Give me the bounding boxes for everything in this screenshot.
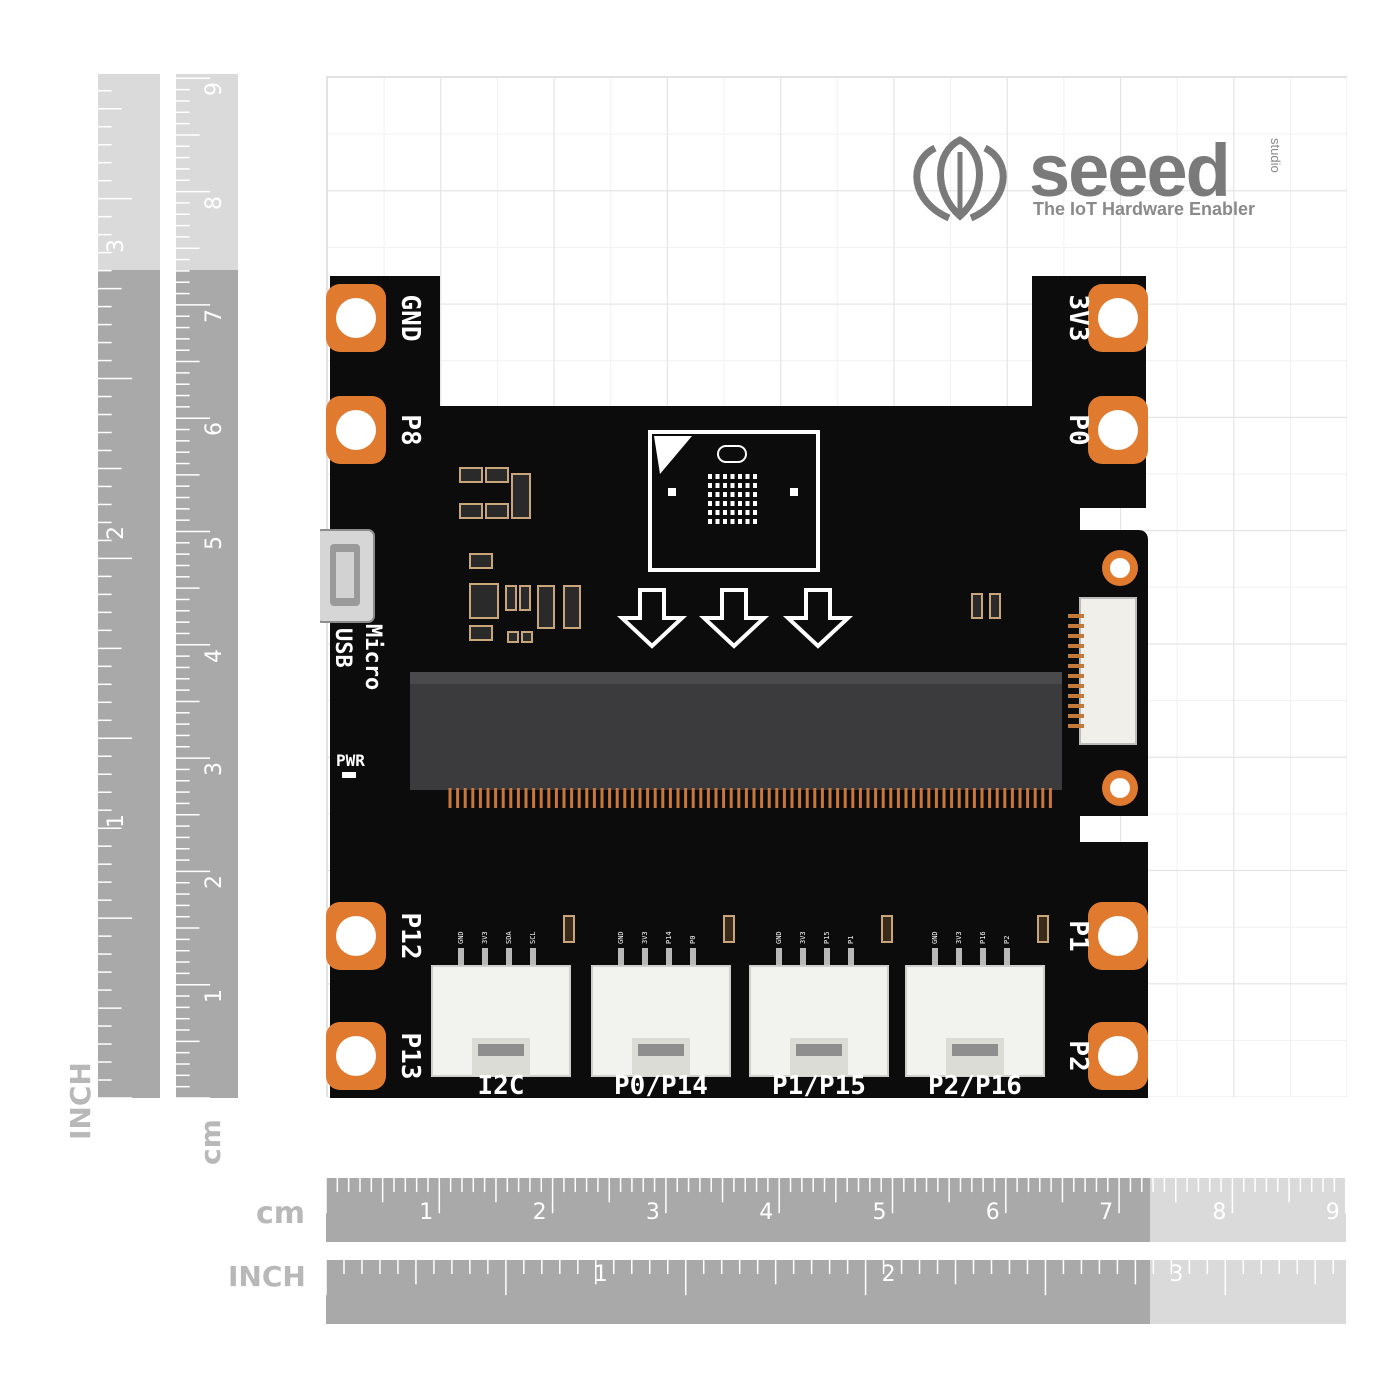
grove-pin-label: 3V3 xyxy=(955,931,963,944)
pad-3v3: 3V3 xyxy=(1063,284,1148,352)
grove-port-name: P1/P15 xyxy=(772,1071,866,1101)
grove-port-name: P2/P16 xyxy=(928,1071,1022,1101)
bottom-cm-mark-7: 7 xyxy=(1099,1200,1114,1225)
grove-pin-label: P1 xyxy=(847,936,855,944)
bottom-inch-mark-3: 3 xyxy=(1169,1262,1184,1287)
pad-p1-label: P1 xyxy=(1063,920,1093,951)
left-cm-mark-5: 5 xyxy=(202,535,227,550)
grove-port-i2c: GND 3V3 SDA SCL I2C xyxy=(431,915,575,1101)
seeed-logo: seeed studio The IoT Hardware Enabler xyxy=(905,129,1305,232)
bottom-cm-mark-4: 4 xyxy=(759,1200,774,1225)
grove-pin-label: SDA xyxy=(505,931,513,944)
left-inch-unit-label: INCH xyxy=(64,1062,97,1140)
micro-usb-connector xyxy=(320,529,375,623)
bottom-cm-mark-8: 8 xyxy=(1212,1200,1227,1225)
left-cm-mark-4: 4 xyxy=(202,648,227,663)
left-cm-mark-2: 2 xyxy=(202,875,227,890)
pad-p2: P2 xyxy=(1063,1022,1148,1090)
grove-pin-label: GND xyxy=(617,931,625,944)
bottom-cm-mark-6: 6 xyxy=(985,1200,1000,1225)
bottom-cm-ruler xyxy=(326,1178,1346,1242)
usb-label-micro: Micro xyxy=(360,624,385,690)
bottom-cm-mark-2: 2 xyxy=(532,1200,547,1225)
microbit-edge-slot xyxy=(410,672,1062,808)
bottom-cm-mark-9: 9 xyxy=(1325,1200,1340,1225)
pad-gnd: GND xyxy=(326,284,425,352)
pad-p0-label: P0 xyxy=(1063,414,1093,445)
grove-pin-label: 3V3 xyxy=(641,931,649,944)
pad-p8-label: P8 xyxy=(395,414,425,445)
left-cm-mark-9: 9 xyxy=(202,82,227,97)
down-arrow-icon xyxy=(698,588,770,649)
left-inch-mark-3: 3 xyxy=(104,238,129,253)
grove-pin-label: SCL xyxy=(529,931,537,944)
left-cm-ruler xyxy=(176,74,238,1098)
pad-3v3-label: 3V3 xyxy=(1063,295,1093,342)
pad-gnd-label: GND xyxy=(395,295,425,342)
bottom-cm-mark-1: 1 xyxy=(419,1200,434,1225)
usb-label-usb: USB xyxy=(330,628,355,668)
grove-pin-label: P15 xyxy=(823,931,831,944)
grove-port-name: P0/P14 xyxy=(614,1071,708,1101)
smd-components xyxy=(459,467,1001,643)
brand-tagline: The IoT Hardware Enabler xyxy=(1033,199,1256,219)
pad-p13: P13 xyxy=(326,1022,425,1090)
left-inch-mark-2: 2 xyxy=(104,526,129,541)
bottom-cm-mark-5: 5 xyxy=(872,1200,887,1225)
bottom-inch-mark-2: 2 xyxy=(881,1262,896,1287)
grove-pin-label: P14 xyxy=(665,931,673,944)
left-cm-mark-8: 8 xyxy=(202,195,227,210)
grove-pin-label: GND xyxy=(931,931,939,944)
bottom-inch-unit-label: INCH xyxy=(228,1260,306,1293)
left-cm-unit-label: cm xyxy=(194,1119,227,1165)
grove-pin-label: GND xyxy=(775,931,783,944)
down-arrow-icon xyxy=(782,588,854,649)
left-cm-mark-7: 7 xyxy=(202,308,227,323)
bottom-cm-unit-label: cm xyxy=(256,1196,306,1231)
left-cm-mark-1: 1 xyxy=(202,988,227,1003)
pad-p12: P12 xyxy=(326,902,425,970)
bottom-inch-ruler xyxy=(326,1260,1346,1324)
seeed-logo-icon xyxy=(913,136,1007,222)
left-inch-mark-1: 1 xyxy=(104,814,129,829)
grove-pin-label: 3V3 xyxy=(799,931,807,944)
left-cm-mark-3: 3 xyxy=(202,762,227,777)
bottom-cm-mark-3: 3 xyxy=(645,1200,660,1225)
pad-p8: P8 xyxy=(326,396,425,464)
left-cm-mark-6: 6 xyxy=(202,422,227,437)
grove-pin-label: P16 xyxy=(979,931,987,944)
grove-pin-label: 3V3 xyxy=(481,931,489,944)
edge-connector-right xyxy=(1068,597,1137,745)
down-arrow-icon xyxy=(616,588,688,649)
pad-p1: P1 xyxy=(1063,902,1148,970)
pwr-led-label: PWR xyxy=(336,751,365,770)
bottom-inch-mark-1: 1 xyxy=(593,1262,608,1287)
grove-pin-label: P2 xyxy=(1003,936,1011,944)
pad-p0: P0 xyxy=(1063,396,1148,464)
pad-p12-label: P12 xyxy=(395,913,425,960)
left-inch-ruler xyxy=(98,74,160,1098)
pad-p13-label: P13 xyxy=(395,1033,425,1080)
brand-name: seeed xyxy=(1029,129,1231,212)
grove-pin-label: P0 xyxy=(689,936,697,944)
microbit-icon xyxy=(648,430,820,572)
brand-suffix: studio xyxy=(1268,138,1283,173)
grove-pin-label: GND xyxy=(457,931,465,944)
grove-port-name: I2C xyxy=(478,1071,525,1101)
pad-p2-label: P2 xyxy=(1063,1040,1093,1071)
